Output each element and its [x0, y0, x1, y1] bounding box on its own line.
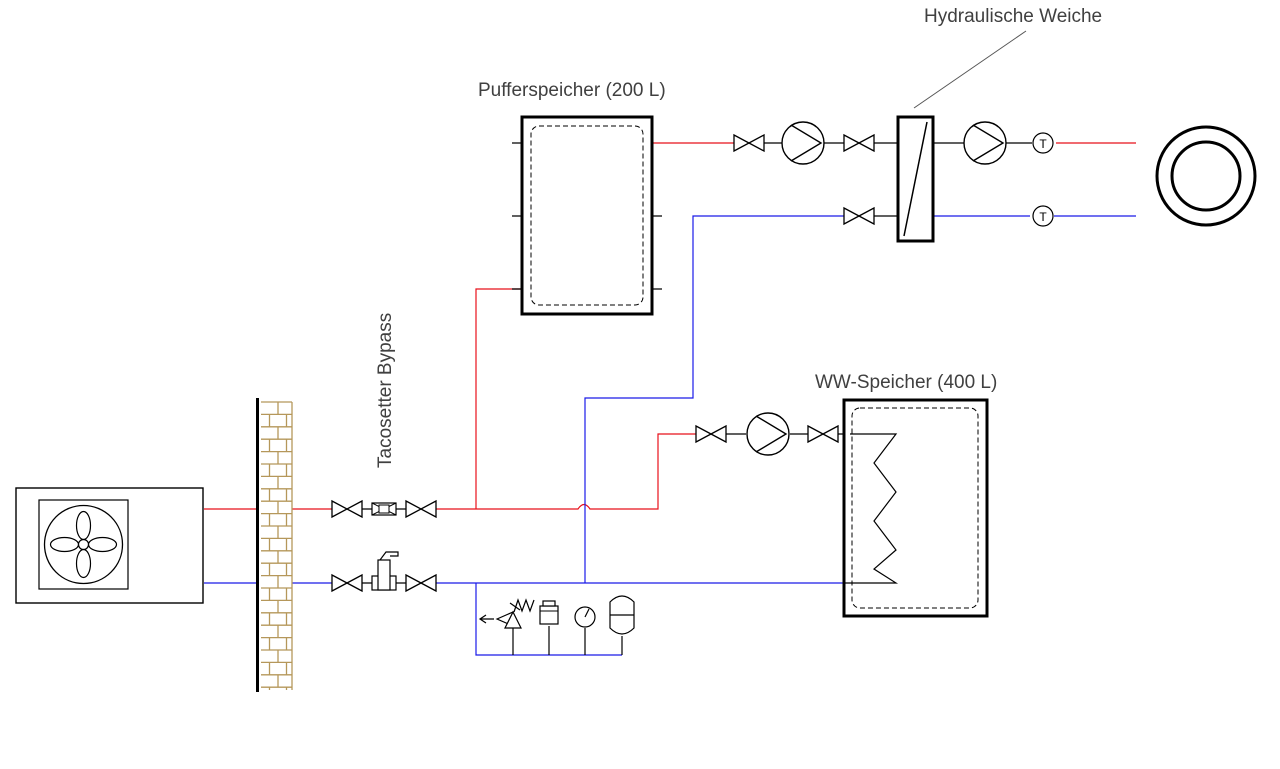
pump-icon[interactable]: [781, 121, 825, 165]
pressure-gauge-icon[interactable]: [574, 606, 596, 628]
dhw-tank-label: WW-Speicher (400 L): [815, 372, 997, 393]
valve-icon[interactable]: [807, 425, 839, 443]
connector-lines: [362, 142, 1032, 584]
safety-valve-icon[interactable]: [478, 598, 535, 629]
heat-pump-outdoor-unit: [15, 487, 204, 604]
valve-icon[interactable]: [695, 425, 727, 443]
valve-icon[interactable]: [843, 134, 875, 152]
valve-icon[interactable]: [405, 500, 437, 518]
svg-text:T: T: [1039, 210, 1047, 224]
pump-icon[interactable]: [963, 121, 1007, 165]
valve-icon[interactable]: [843, 207, 875, 225]
hydraulic-separator-label: Hydraulische Weiche: [924, 6, 1102, 27]
air-vent-icon[interactable]: [539, 600, 559, 625]
safety-group: [478, 595, 635, 655]
valve-icon[interactable]: [331, 500, 363, 518]
thermometer-icon: T: [1032, 132, 1054, 154]
thermometer-icon: T: [1032, 205, 1054, 227]
dirt-separator-icon[interactable]: [371, 551, 399, 591]
brick-pattern: [261, 401, 293, 690]
heating-coil-icon: [844, 433, 899, 584]
hydraulic-separator: [896, 30, 1027, 243]
wall: [256, 398, 293, 692]
bypass-label: Tacosetter Bypass: [375, 313, 396, 468]
heat-pump-fan-icon: [43, 504, 124, 585]
dhw-tank: [842, 398, 989, 618]
supply-pipes: [204, 142, 1136, 510]
expansion-vessel-icon[interactable]: [609, 595, 635, 655]
pump-icon[interactable]: [746, 412, 790, 456]
buffer-tank: [520, 115, 654, 316]
buffer-tank-label: Pufferspeicher (200 L): [478, 80, 666, 101]
valve-icon[interactable]: [331, 574, 363, 592]
valve-icon[interactable]: [405, 574, 437, 592]
svg-text:T: T: [1039, 137, 1047, 151]
radiator-icon: [1155, 125, 1257, 227]
return-pipes: [204, 215, 1136, 656]
return-valve-group: [331, 551, 437, 592]
bypass-group: [331, 500, 437, 518]
valve-icon[interactable]: [733, 134, 765, 152]
flow-meter-icon[interactable]: [371, 502, 397, 516]
